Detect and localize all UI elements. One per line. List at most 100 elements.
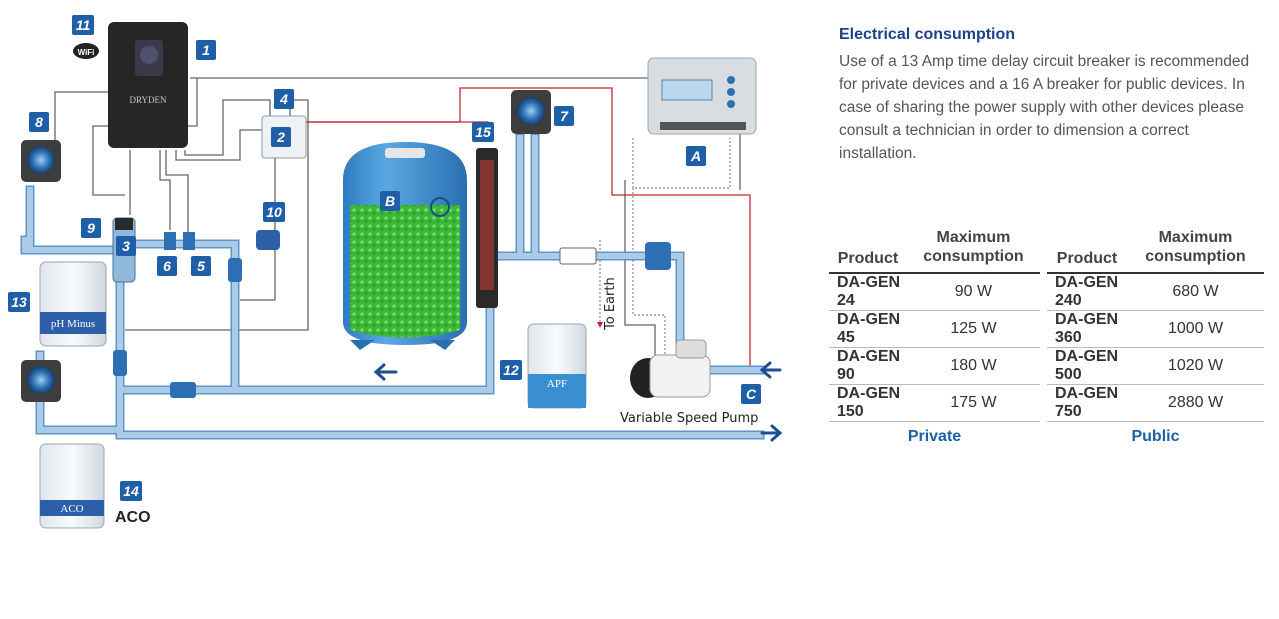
table-row: DA-GEN 360 1000 W — [1047, 311, 1264, 348]
badge-3: 3 — [116, 236, 136, 256]
dosing-pump-8 — [21, 140, 61, 182]
svg-text:8: 8 — [35, 114, 43, 130]
flow-arrow-outlet — [760, 424, 783, 442]
filter-tank-b — [343, 142, 467, 350]
table-row: DA-GEN 45 125 W — [829, 311, 1040, 348]
flow-arrow-inlet — [759, 361, 782, 379]
dosing-pump-aco — [21, 360, 61, 402]
badge-10: 10 — [263, 202, 285, 222]
svg-text:5: 5 — [197, 258, 205, 274]
table-row: DA-GEN 240 680 W — [1047, 273, 1264, 311]
badge-7: 7 — [554, 106, 574, 126]
flow-meter — [559, 247, 597, 265]
product-cell: DA-GEN 240 — [1055, 274, 1119, 309]
product-cell: DA-GEN 750 — [1055, 385, 1119, 420]
svg-text:11: 11 — [76, 17, 91, 33]
private-consumption-table: Product Maximum consumption DA-GEN 24 90 … — [829, 222, 1040, 446]
value-cell: 180 W — [950, 357, 997, 374]
badge-9: 9 — [81, 218, 101, 238]
svg-text:B: B — [385, 193, 395, 209]
product-cell: DA-GEN 360 — [1055, 311, 1119, 346]
header-product: Product — [1056, 250, 1118, 267]
svg-text:7: 7 — [560, 108, 569, 124]
product-cell: DA-GEN 24 — [837, 274, 901, 309]
svg-text:1: 1 — [202, 42, 210, 58]
badge-5: 5 — [191, 256, 211, 276]
badge-6: 6 — [157, 256, 177, 276]
table-row: DA-GEN 24 90 W — [829, 273, 1040, 311]
controller-brand: DRYDEN — [129, 95, 167, 105]
svg-text:15: 15 — [475, 124, 491, 140]
badge-14: 14 — [120, 481, 142, 501]
value-cell: 1000 W — [1167, 320, 1224, 337]
flow-arrow-left — [373, 363, 398, 381]
section-body: Use of a 13 Amp time delay circuit break… — [839, 53, 1250, 162]
table-caption-public: Public — [1131, 428, 1180, 445]
check-valve — [170, 382, 196, 398]
product-cell: DA-GEN 150 — [837, 385, 901, 420]
badge-15: 15 — [472, 122, 494, 142]
table-caption-private: Private — [907, 428, 962, 445]
badge-13: 13 — [8, 292, 30, 312]
header-max-consumption: Maximum consumption — [923, 229, 1024, 265]
manifold-window — [480, 160, 494, 290]
table-row: DA-GEN 150 175 W — [829, 385, 1040, 422]
badge-c: C — [741, 384, 761, 404]
dryden-controller: DRYDEN — [108, 22, 188, 148]
table-row: DA-GEN 90 180 W — [829, 348, 1040, 385]
three-way-valve — [645, 242, 671, 270]
svg-text:A: A — [690, 148, 701, 164]
header-product: Product — [837, 250, 899, 267]
table-row: DA-GEN 500 1020 W — [1047, 348, 1264, 385]
product-cell: DA-GEN 500 — [1055, 348, 1119, 383]
value-cell: 175 W — [950, 394, 997, 411]
pool-installation-diagram: DRYDEN WiFi — [8, 15, 783, 529]
aco-jug-14: ACO — [39, 443, 105, 529]
controller-a-dotted-wire — [599, 138, 731, 355]
product-cell: DA-GEN 90 — [837, 348, 901, 383]
svg-text:4: 4 — [279, 91, 288, 107]
variable-speed-pump — [630, 339, 711, 398]
public-consumption-table: Product Maximum consumption DA-GEN 240 68… — [1047, 222, 1264, 446]
sensor-6 — [164, 232, 176, 250]
badge-1: 1 — [196, 40, 216, 60]
value-cell: 125 W — [950, 320, 997, 337]
section-title: Electrical consumption — [839, 26, 1016, 43]
ph-minus-jug-13: pH Minus — [39, 261, 107, 347]
badge-4: 4 — [274, 89, 294, 109]
badge-11: 11 — [72, 15, 94, 35]
badges: 1 2 3 4 5 6 7 8 9 10 11 12 13 14 15 A B … — [8, 15, 761, 501]
header-max-consumption: Maximum consumption — [1145, 229, 1246, 265]
svg-text:10: 10 — [266, 204, 282, 220]
svg-text:6: 6 — [163, 258, 171, 274]
aco-label: ACO — [115, 509, 151, 526]
control-panel-a — [647, 57, 757, 135]
svg-text:9: 9 — [87, 220, 95, 236]
badge-2: 2 — [271, 127, 291, 147]
svg-text:13: 13 — [11, 294, 27, 310]
aco-jug-label: ACO — [60, 503, 83, 515]
flow-switch-10 — [256, 230, 280, 250]
badge-12: 12 — [500, 360, 522, 380]
wifi-icon: WiFi — [73, 43, 99, 59]
earth-arrow — [597, 322, 603, 328]
electrical-consumption-section: Electrical consumption Use of a 13 Amp t… — [839, 26, 1259, 165]
dosing-pump-7 — [511, 90, 551, 134]
pump-label: Variable Speed Pump — [620, 411, 758, 426]
value-cell: 2880 W — [1167, 394, 1224, 411]
svg-text:12: 12 — [503, 362, 519, 378]
sensor-5 — [183, 232, 195, 250]
valve — [228, 258, 242, 282]
badge-8: 8 — [29, 112, 49, 132]
value-cell: 90 W — [954, 283, 993, 300]
svg-text:C: C — [746, 386, 757, 402]
apf-jug-12: APF — [527, 323, 587, 409]
badge-b: B — [380, 191, 400, 211]
svg-text:3: 3 — [122, 238, 130, 254]
wifi-label: WiFi — [78, 48, 95, 57]
apf-jug-label: APF — [547, 378, 567, 390]
value-cell: 1020 W — [1167, 357, 1224, 374]
product-cell: DA-GEN 45 — [837, 311, 901, 346]
svg-text:2: 2 — [276, 129, 285, 145]
value-cell: 680 W — [1172, 283, 1219, 300]
